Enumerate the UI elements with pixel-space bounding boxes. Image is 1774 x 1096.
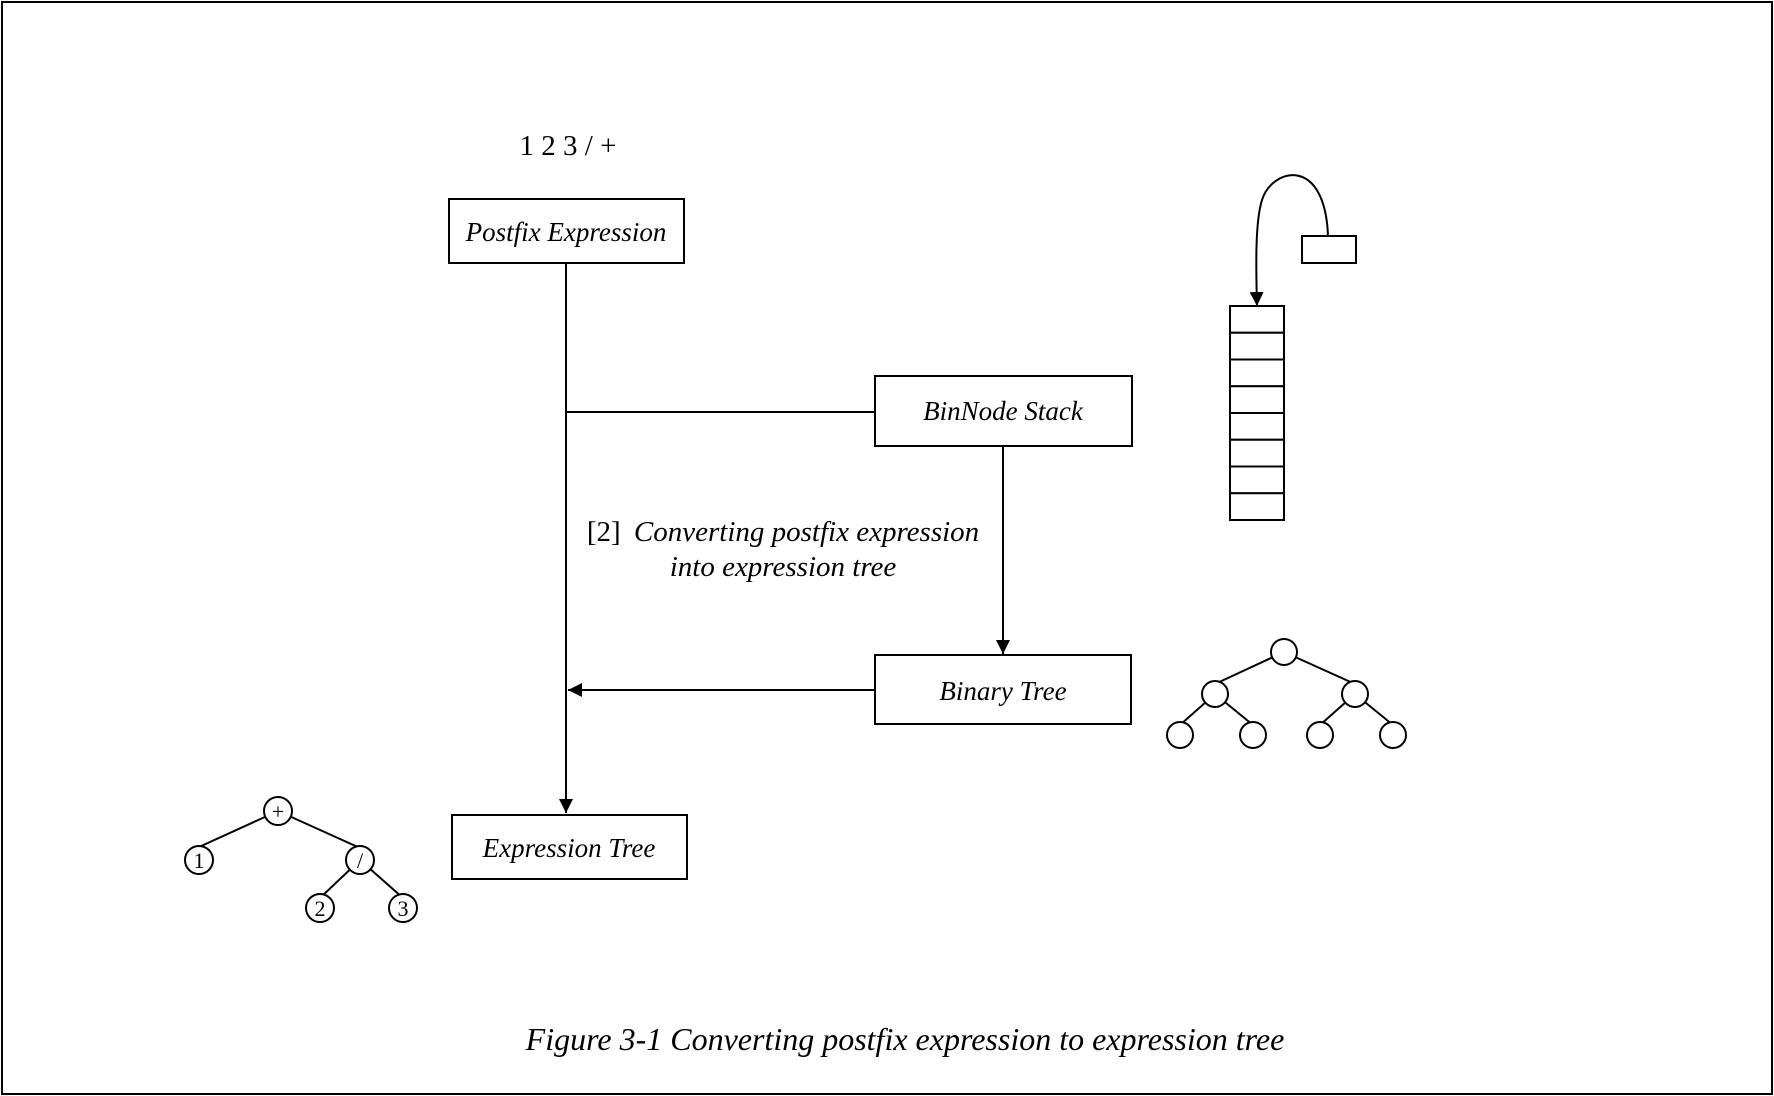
stack-cells: [1229, 305, 1285, 521]
tree-node-left: [1201, 680, 1229, 708]
tree-node-right-right: [1379, 721, 1407, 749]
stack-cell: [1229, 331, 1285, 361]
example-node-root: [263, 796, 293, 826]
stack-cell: [1229, 465, 1285, 495]
tree-node-root: [1270, 638, 1298, 666]
tree-node-left-left: [1166, 721, 1194, 749]
example-node-right-label: /: [357, 848, 364, 873]
postfix-expression-box: Postfix Expression: [448, 198, 685, 264]
stack-illustration: [1229, 174, 1357, 521]
example-node-left: [184, 845, 214, 875]
stack-cell: [1229, 385, 1285, 414]
stack-cell: [1229, 412, 1285, 441]
example-node-left-label: 1: [194, 848, 205, 873]
stack-cell: [1229, 438, 1285, 468]
step-note-line2: into expression tree: [670, 551, 897, 583]
binary-tree-box: Binary Tree: [874, 654, 1132, 725]
tree-node-right: [1341, 680, 1369, 708]
example-node-right: [345, 845, 375, 875]
binnode-stack-label: BinNode Stack: [923, 396, 1084, 426]
example-node-right-left: [305, 893, 335, 923]
step-note-number: [2]: [587, 516, 621, 548]
expression-tree-label: Expression Tree: [482, 833, 656, 863]
binnode-stack-box: BinNode Stack: [874, 375, 1133, 447]
example-node-root-label: +: [272, 799, 284, 824]
example-node-right-left-label: 2: [315, 896, 326, 921]
input-expression: 1 2 3 / +: [520, 130, 617, 162]
stack-cell: [1229, 305, 1285, 334]
example-node-right-right: [388, 893, 418, 923]
example-expression-tree: + 1 / 2 3: [184, 796, 418, 923]
example-node-right-right-label: 3: [398, 896, 409, 921]
expression-tree-box: Expression Tree: [451, 814, 688, 880]
tree-node-left-right: [1239, 721, 1267, 749]
binary-tree-label: Binary Tree: [939, 676, 1066, 706]
step-note-line1: [2] Converting postfix expression: [587, 516, 979, 548]
stack-cell: [1229, 358, 1285, 388]
postfix-expression-label: Postfix Expression: [465, 217, 667, 247]
figure-caption: Figure 3-1 Converting postfix expression…: [525, 1021, 1285, 1057]
generic-tree-illustration: [1166, 638, 1407, 749]
step-note-text: Converting postfix expression: [634, 516, 979, 548]
tree-node-right-left: [1306, 721, 1334, 749]
stack-pointer-curve: [1249, 174, 1329, 307]
stack-top-pointer: [1301, 235, 1357, 264]
stack-cell: [1229, 492, 1285, 521]
